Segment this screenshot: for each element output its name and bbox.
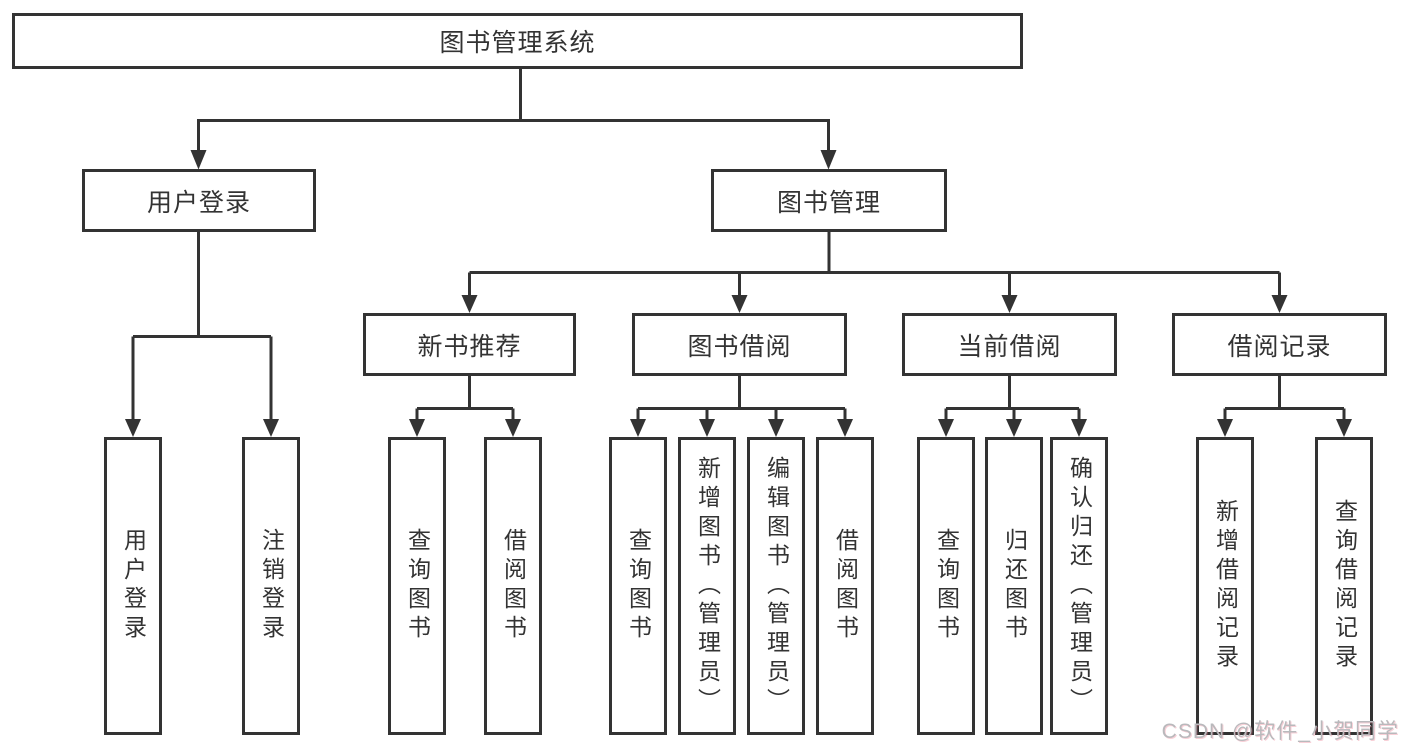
node-book-borrow: 图书借阅 [632,313,847,376]
node-user-login: 用户登录 [82,169,316,232]
leaf-logout: 注销登录 [242,437,300,735]
node-new-book-recommend: 新书推荐 [363,313,576,376]
leaf-label: 查询图书 [625,528,652,644]
leaf-borrow-books: 借阅图书 [816,437,874,735]
arrowheads [125,150,1352,437]
leaf-label: 查询图书 [933,528,960,644]
leaf-label: 查询借阅记录 [1331,499,1358,673]
leaf-add-borrow-record: 新增借阅记录 [1196,437,1254,735]
leaf-label: 新增借阅记录 [1212,499,1239,673]
node-label: 图书管理系统 [439,29,596,57]
leaf-query-books-borrow: 查询图书 [609,437,667,735]
node-label: 新书推荐 [417,332,522,361]
node-book-management: 图书管理 [711,169,947,232]
leaf-label: 归还图书 [1001,528,1028,644]
leaf-user-login: 用户登录 [104,437,162,735]
node-current-borrow: 当前借阅 [902,313,1117,376]
leaf-label: 确认归还（管理员） [1066,455,1093,717]
leaf-add-books-admin: 新增图书（管理员） [678,437,736,735]
csdn-watermark: CSDN @软件_小贺同学 [1161,720,1399,743]
leaf-borrow-books-recommend: 借阅图书 [484,437,542,735]
leaf-label: 编辑图书（管理员） [763,455,790,717]
node-library-management-system: 图书管理系统 [12,13,1023,69]
leaf-confirm-return-admin: 确认归还（管理员） [1050,437,1108,735]
node-label: 借阅记录 [1227,332,1332,361]
leaf-label: 查询图书 [404,528,431,644]
node-borrow-record: 借阅记录 [1172,313,1387,376]
leaf-label: 用户登录 [120,528,147,644]
node-label: 图书管理 [776,188,881,217]
leaf-return-books: 归还图书 [985,437,1043,735]
leaf-query-books-current: 查询图书 [917,437,975,735]
node-label: 图书借阅 [687,332,792,361]
leaf-label: 借阅图书 [500,528,527,644]
node-label: 当前借阅 [957,332,1062,361]
leaf-label: 借阅图书 [832,528,859,644]
leaf-label: 注销登录 [258,528,285,644]
leaf-edit-books-admin: 编辑图书（管理员） [747,437,805,735]
leaf-query-books-recommend: 查询图书 [388,437,446,735]
leaf-query-borrow-record: 查询借阅记录 [1315,437,1373,735]
node-label: 用户登录 [146,188,251,217]
leaf-label: 新增图书（管理员） [694,455,721,717]
tree-edges [131,69,1346,421]
